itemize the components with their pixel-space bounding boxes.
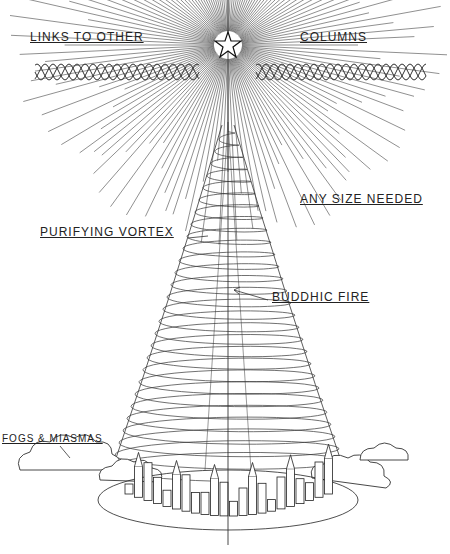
leader-line xyxy=(60,446,70,458)
vortex-spiral xyxy=(111,132,343,482)
building xyxy=(277,477,285,509)
spire xyxy=(249,463,257,477)
building xyxy=(306,483,314,501)
building xyxy=(325,458,333,494)
leader-arrow xyxy=(234,287,268,300)
building xyxy=(211,479,219,516)
callout-label: COLUMNS xyxy=(300,30,367,44)
spire xyxy=(287,455,295,469)
spire xyxy=(325,444,333,458)
spire xyxy=(135,452,143,466)
building xyxy=(315,462,323,497)
building xyxy=(125,484,133,494)
building xyxy=(239,488,247,516)
spire xyxy=(173,461,181,475)
link-strands xyxy=(35,64,426,80)
link-strand xyxy=(35,64,199,80)
building xyxy=(154,477,162,503)
link-strand xyxy=(256,64,426,80)
axis-line xyxy=(228,0,229,545)
building xyxy=(135,466,143,497)
spire xyxy=(211,465,219,479)
callout-label: LINKS TO OTHER xyxy=(30,30,144,44)
link-strand xyxy=(35,64,199,80)
callout-label: ANY SIZE NEEDED xyxy=(300,192,423,206)
link-strand xyxy=(256,64,426,80)
building xyxy=(296,479,304,504)
callout-label: BUDDHIC FIRE xyxy=(272,290,369,304)
building xyxy=(192,492,200,513)
building xyxy=(144,463,152,501)
building xyxy=(173,475,181,510)
building xyxy=(230,501,238,516)
building xyxy=(220,482,228,516)
star-symbol xyxy=(215,32,241,57)
leader-line xyxy=(188,236,208,238)
building xyxy=(163,490,171,506)
callout-label: FOGS & MIASMAS xyxy=(2,432,103,446)
building xyxy=(287,469,295,507)
link-strand xyxy=(256,64,426,80)
building xyxy=(182,475,190,511)
light-rays xyxy=(10,0,447,245)
link-strand xyxy=(35,64,199,80)
callout-label: PURIFYING VORTEX xyxy=(40,225,174,239)
building xyxy=(249,477,257,515)
building xyxy=(268,500,276,512)
building xyxy=(258,483,266,513)
light-ray xyxy=(10,0,447,245)
building xyxy=(201,492,209,514)
